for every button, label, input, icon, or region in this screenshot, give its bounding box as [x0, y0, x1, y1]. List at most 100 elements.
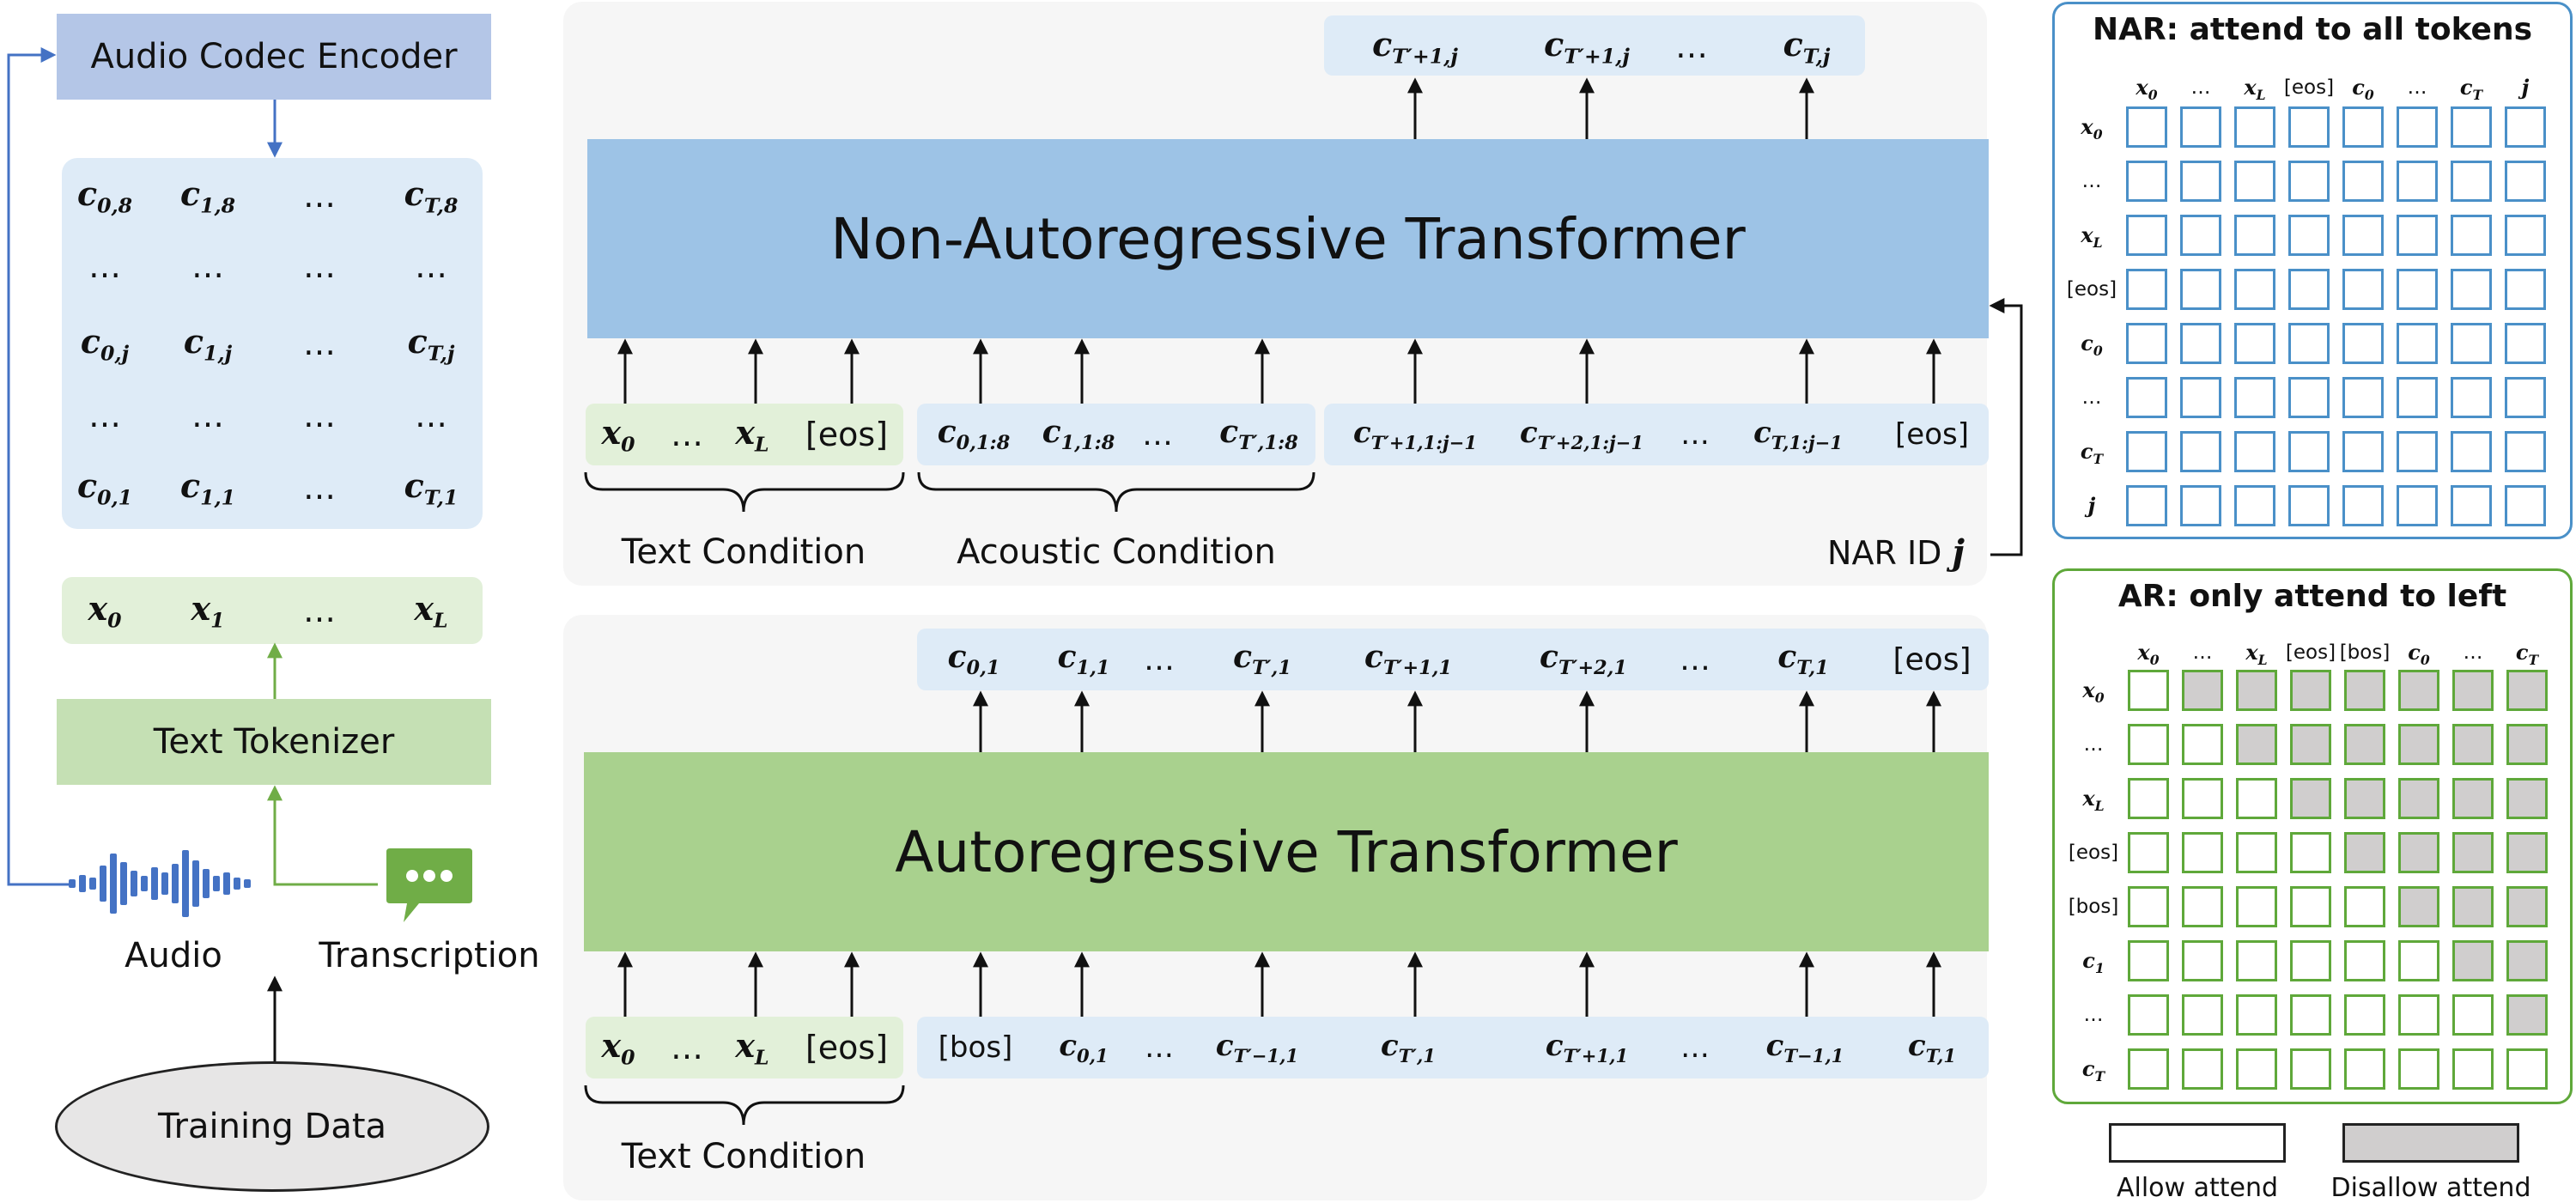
ar-matrix-cell-disallow — [2398, 832, 2439, 873]
codec-code-cell: cT,1 — [404, 465, 459, 510]
ar-text-token: x0 — [601, 1025, 635, 1070]
ar-matrix-cell-disallow — [2182, 670, 2223, 711]
nar-matrix-cell-allow — [2451, 323, 2492, 364]
ar-matrix-col-label: [bos] — [2339, 641, 2391, 664]
ar-matrix-cell-disallow — [2236, 670, 2277, 711]
ar-matrix-cell-allow — [2290, 832, 2331, 873]
nar-output-token: cT′+1,j — [1544, 24, 1630, 69]
nar-acoustic-token: c1,1:8 — [1042, 414, 1115, 455]
ar-matrix-cell-allow — [2128, 778, 2169, 819]
codec-code-cell: cT,8 — [404, 173, 459, 218]
waveform-icon — [67, 847, 259, 920]
ar-matrix-cell-disallow — [2452, 778, 2494, 819]
nar-matrix-col-label: … — [2407, 76, 2427, 99]
ar-matrix-col-label: … — [2463, 641, 2483, 664]
ar-matrix-cell-allow — [2236, 994, 2277, 1036]
ar-matrix-cell-disallow — [2344, 832, 2385, 873]
nar-matrix-cell-allow — [2451, 377, 2492, 418]
nar-matrix-cell-allow — [2234, 106, 2275, 148]
nar-matrix-cell-allow — [2288, 161, 2330, 202]
ar-matrix-cell-allow — [2452, 994, 2494, 1036]
ar-matrix-cell-disallow — [2344, 778, 2385, 819]
ar-matrix-cell-disallow — [2344, 670, 2385, 711]
nar-matrix-cell-allow — [2288, 106, 2330, 148]
nar-matrix-cell-allow — [2342, 431, 2384, 472]
nar-target-input-strip — [1324, 404, 1989, 465]
ar-audio-token: cT,1 — [1907, 1029, 1957, 1066]
nar-id-label: NAR ID j — [1827, 532, 1965, 573]
nar-matrix-cell-allow — [2234, 377, 2275, 418]
legend-allow-swatch — [2109, 1123, 2286, 1163]
ar-matrix-cell-disallow — [2290, 778, 2331, 819]
ar-attention-panel — [2052, 568, 2573, 1104]
codec-code-cell: … — [191, 397, 224, 434]
nar-matrix-cell-allow — [2234, 485, 2275, 526]
nar-matrix-cell-allow — [2126, 269, 2167, 310]
nar-matrix-cell-allow — [2288, 269, 2330, 310]
ar-output-token: cT′+1,1 — [1364, 639, 1452, 680]
training-data-ellipse: Training Data — [55, 1061, 489, 1192]
ar-matrix-col-label: [eos] — [2285, 641, 2336, 664]
nar-matrix-row-label: xL — [2081, 222, 2103, 251]
ar-output-token: … — [1144, 641, 1175, 677]
nar-matrix-row-label: j — [2087, 493, 2096, 518]
codec-code-cell: c0,j — [80, 321, 130, 366]
ar-matrix-cell-disallow — [2452, 886, 2494, 927]
ar-matrix-cell-allow — [2182, 832, 2223, 873]
ar-matrix-cell-allow — [2290, 940, 2331, 981]
ar-matrix-cell-allow — [2128, 832, 2169, 873]
ar-matrix-cell-disallow — [2398, 724, 2439, 765]
nar-matrix-cell-allow — [2180, 269, 2221, 310]
nar-matrix-cell-allow — [2505, 215, 2546, 256]
nar-matrix-cell-allow — [2126, 215, 2167, 256]
ar-matrix-cell-allow — [2398, 1048, 2439, 1090]
nar-text-token: … — [671, 416, 703, 453]
nar-matrix-cell-allow — [2288, 485, 2330, 526]
nar-matrix-cell-allow — [2451, 269, 2492, 310]
nar-matrix-row-label: c0 — [2081, 331, 2103, 359]
codec-code-cell: c0,1 — [76, 465, 133, 510]
codec-code-cell: c1,1 — [179, 465, 236, 510]
ar-matrix-cell-allow — [2506, 1048, 2548, 1090]
ar-output-token: c1,1 — [1057, 639, 1110, 680]
nar-matrix-cell-allow — [2342, 106, 2384, 148]
nar-matrix-cell-allow — [2126, 377, 2167, 418]
nar-matrix-cell-allow — [2180, 161, 2221, 202]
ar-output-token: cT′+2,1 — [1540, 639, 1627, 680]
nar-matrix-cell-allow — [2126, 431, 2167, 472]
ar-matrix-cell-allow — [2236, 940, 2277, 981]
nar-matrix-row-label: … — [2081, 170, 2102, 192]
text-tokenizer-box: Text Tokenizer — [57, 699, 491, 785]
nar-matrix-cell-allow — [2342, 161, 2384, 202]
nar-acoustic-token: … — [1142, 416, 1173, 453]
ar-matrix-cell-allow — [2128, 724, 2169, 765]
ar-matrix-cell-allow — [2182, 778, 2223, 819]
ar-matrix-cell-allow — [2290, 886, 2331, 927]
ar-matrix-cell-allow — [2452, 1048, 2494, 1090]
ar-output-token: cT,1 — [1777, 639, 1829, 680]
nar-attention-panel — [2052, 2, 2573, 539]
ar-text-input-strip — [586, 1017, 903, 1078]
audio-label: Audio — [125, 936, 222, 975]
ar-matrix-cell-allow — [2128, 670, 2169, 711]
ar-matrix-cell-disallow — [2506, 778, 2548, 819]
nar-output-token: cT′+1,j — [1372, 24, 1458, 69]
nar-matrix-row-label: cT — [2080, 439, 2104, 467]
text-token: x1 — [191, 588, 225, 633]
nar-text-token: x0 — [601, 412, 635, 457]
ar-matrix-cell-disallow — [2290, 724, 2331, 765]
codec-code-cell: … — [191, 247, 224, 285]
nar-matrix-cell-allow — [2397, 485, 2438, 526]
ar-matrix-cell-allow — [2236, 1048, 2277, 1090]
nar-matrix-cell-allow — [2505, 485, 2546, 526]
codec-code-cell: … — [303, 397, 336, 434]
ar-matrix-cell-allow — [2398, 940, 2439, 981]
audio-codec-encoder-box: Audio Codec Encoder — [57, 14, 491, 100]
text-token: … — [303, 592, 336, 629]
nar-matrix-cell-allow — [2397, 161, 2438, 202]
ar-matrix-cell-allow — [2236, 886, 2277, 927]
ar-matrix-row-label: … — [2083, 733, 2104, 756]
ar-matrix-cell-allow — [2290, 1048, 2331, 1090]
ar-matrix-cell-allow — [2182, 940, 2223, 981]
nar-matrix-cell-allow — [2342, 485, 2384, 526]
